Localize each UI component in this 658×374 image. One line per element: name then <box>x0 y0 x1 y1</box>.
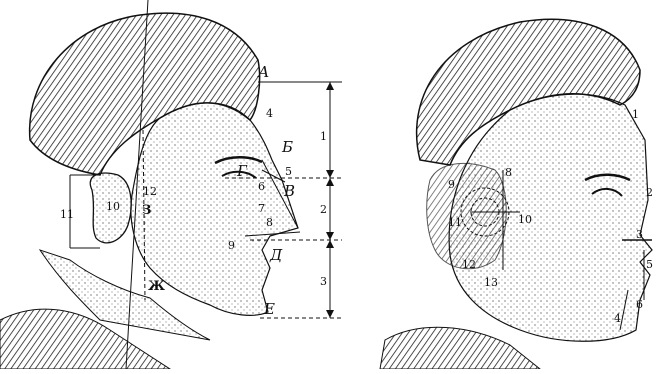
right-collar <box>380 327 540 369</box>
label-letter-v: В <box>283 182 295 200</box>
label-num-4: 4 <box>266 107 273 120</box>
label-num-9: 9 <box>228 239 235 252</box>
right-label-num-2: 2 <box>646 186 653 199</box>
right-head-figure: 1 2 3 4 5 6 8 9 10 11 12 13 <box>380 19 653 369</box>
label-letter-a: А <box>257 63 269 81</box>
right-label-num-3: 3 <box>636 228 643 241</box>
label-num-1: 1 <box>320 130 327 143</box>
label-num-3: 3 <box>320 275 327 288</box>
right-label-num-12: 12 <box>462 258 476 271</box>
label-num-10: 10 <box>106 200 120 213</box>
left-head-figure: А Б В Г Д Е Ж З 1 2 3 4 5 6 7 8 9 10 11 … <box>0 0 342 369</box>
label-num-5: 5 <box>285 165 292 178</box>
label-letter-d: Д <box>269 246 283 264</box>
label-letter-zh: Ж <box>148 279 165 294</box>
right-label-num-11: 11 <box>448 216 462 229</box>
right-label-num-8: 8 <box>505 166 512 179</box>
right-label-num-5: 5 <box>646 258 653 271</box>
right-label-num-1: 1 <box>632 108 639 121</box>
label-num-6: 6 <box>258 180 265 193</box>
label-num-2: 2 <box>320 203 327 216</box>
label-letter-z: З <box>142 203 151 218</box>
label-num-12: 12 <box>143 185 157 198</box>
label-num-11: 11 <box>60 208 74 221</box>
label-letter-g: Г <box>236 162 248 180</box>
label-letter-e: Е <box>263 300 275 318</box>
label-num-7: 7 <box>258 202 265 215</box>
label-num-8: 8 <box>266 216 273 229</box>
right-ear-area <box>427 163 507 268</box>
label-letter-b: Б <box>281 138 293 156</box>
right-label-num-9: 9 <box>448 178 455 191</box>
right-label-num-6: 6 <box>636 298 643 311</box>
right-label-num-10: 10 <box>518 213 532 226</box>
right-label-num-13: 13 <box>484 276 498 289</box>
right-label-num-4: 4 <box>614 312 621 325</box>
